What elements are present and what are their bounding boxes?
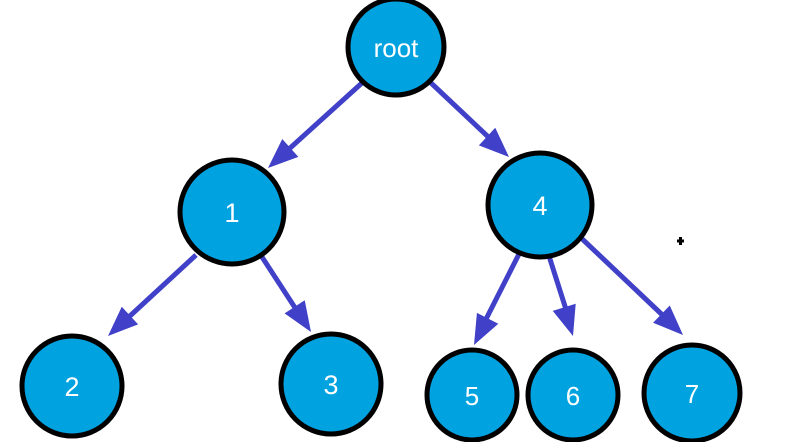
edge-arrowhead bbox=[108, 306, 139, 336]
stray-marker-stem bbox=[679, 237, 682, 245]
tree-node-n6[interactable]: 6 bbox=[525, 347, 621, 442]
node-label: 3 bbox=[323, 370, 338, 400]
node-circle[interactable] bbox=[278, 331, 384, 437]
tree-edge bbox=[259, 255, 311, 332]
edge-line bbox=[276, 80, 365, 161]
tree-node-n3[interactable]: 3 bbox=[278, 331, 384, 437]
node-circle[interactable] bbox=[485, 150, 595, 260]
edge-arrowhead bbox=[653, 305, 683, 335]
tree-node-n2[interactable]: 2 bbox=[19, 333, 125, 439]
tree-edge bbox=[428, 80, 509, 157]
tree-node-n1[interactable]: 1 bbox=[177, 157, 287, 267]
edges-layer bbox=[108, 80, 683, 345]
edge-arrowhead bbox=[552, 303, 576, 336]
tree-node-root[interactable]: root bbox=[345, 0, 447, 98]
stray-marker-icon bbox=[677, 237, 684, 245]
tree-node-n5[interactable]: 5 bbox=[424, 347, 520, 442]
artifacts-layer bbox=[677, 237, 684, 245]
edge-arrowhead bbox=[474, 312, 499, 345]
node-label: 6 bbox=[566, 381, 580, 411]
edge-line bbox=[576, 233, 675, 327]
node-circle[interactable] bbox=[345, 0, 447, 98]
nodes-layer: root 1 4 2 3 5 6 7 bbox=[19, 0, 743, 442]
tree-edge bbox=[108, 253, 198, 336]
edge-arrowhead bbox=[284, 300, 311, 332]
node-circle[interactable] bbox=[177, 157, 287, 267]
node-label: 1 bbox=[224, 198, 239, 228]
node-circle[interactable] bbox=[19, 333, 125, 439]
edge-arrowhead bbox=[478, 127, 509, 157]
tree-edge bbox=[546, 255, 576, 336]
edge-arrowhead bbox=[268, 139, 299, 168]
node-circle[interactable] bbox=[525, 347, 621, 442]
tree-edge bbox=[268, 80, 365, 168]
node-label: 4 bbox=[532, 191, 547, 221]
edge-line bbox=[116, 253, 198, 329]
tree-edge bbox=[576, 233, 683, 335]
tree-edge bbox=[474, 252, 522, 345]
node-circle[interactable] bbox=[424, 347, 520, 442]
tree-node-n4[interactable]: 4 bbox=[485, 150, 595, 260]
node-label: root bbox=[374, 33, 420, 63]
node-label: 7 bbox=[685, 379, 699, 409]
tree-node-n7[interactable]: 7 bbox=[641, 342, 743, 442]
node-label: 5 bbox=[465, 381, 479, 411]
node-circle[interactable] bbox=[641, 342, 743, 442]
node-label: 2 bbox=[64, 372, 79, 402]
